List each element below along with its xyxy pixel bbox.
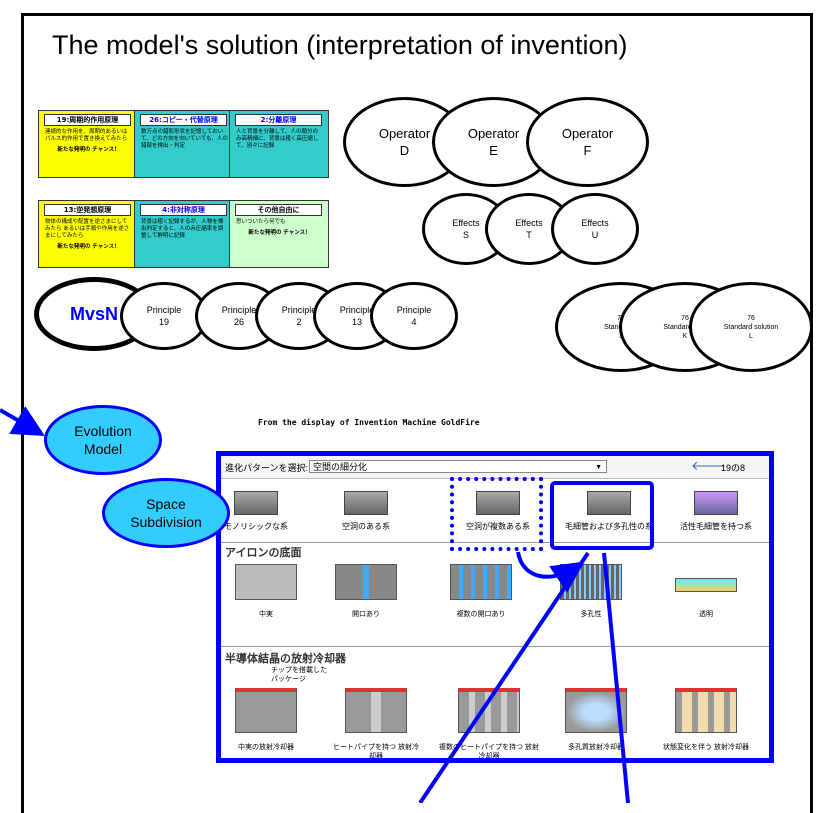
card-body: 物体の構成や配置を逆さまにしてみたら あるいは手順や作用を逆さまにしてみたら <box>45 219 130 239</box>
hollow-block-icon <box>344 491 388 515</box>
card-header: 4:非対称原理 <box>140 204 227 216</box>
iron-item: 中実 <box>221 564 311 619</box>
goldfire-screenshot: 進化パターンを選択: 空間の細分化 ▼ 🡐 19の8 モノリシックな系 空洞のあ… <box>216 451 774 763</box>
slide-title: The model's solution (interpretation of … <box>52 30 628 60</box>
cooler-picture <box>458 688 520 733</box>
cooler-item: 複数のヒートパイプを持つ 放射冷却器 <box>439 688 539 758</box>
card-header: その他自由に <box>235 204 322 216</box>
callout-line-right <box>602 552 630 803</box>
callout-line-left <box>418 551 590 803</box>
iron-item: 複数の開口あり <box>436 564 526 619</box>
multi-hollow-block-icon <box>476 491 520 515</box>
card-body: 人と背景を分離して、人の顔分のみ高精細に、背景は粗く高圧縮して、別々に記録 <box>236 129 319 149</box>
card-body: 背景は粗く記録するが、人物を検出判定すると、人のみ圧縮率を調整して鮮明に記録 <box>141 219 224 239</box>
pattern-item[interactable]: 活性毛細管を持つ系 <box>671 491 761 532</box>
card-chance: 新たな発明の チャンス！ <box>57 244 120 250</box>
pattern-item[interactable]: 空洞のある系 <box>321 491 411 532</box>
section-divider <box>221 646 769 647</box>
chevron-down-icon: ▼ <box>595 464 602 471</box>
section-heading: 半導体結晶の放射冷却器 <box>225 653 346 665</box>
highlight-dotted-box <box>450 477 543 551</box>
card-header: 19:周期的作用原理 <box>44 114 131 126</box>
card-header: 2:分離原理 <box>235 114 322 126</box>
cooler-item: ヒートパイプを持つ 放射冷却器 <box>331 688 421 758</box>
back-arrow-icon[interactable]: 🡐 <box>691 458 726 473</box>
iron-picture <box>450 564 512 600</box>
goldfire-toolbar: 進化パターンを選択: 空間の細分化 ▼ 🡐 19の8 <box>221 456 769 479</box>
arrow-to-evolution-model <box>0 406 45 437</box>
cooler-item: 多孔質放射冷却器 <box>551 688 641 752</box>
monolith-icon <box>234 491 278 515</box>
principle-card-19: 19:周期的作用原理 連続的な作用を、周期的あるいはパルス的作用で置き換えてみた… <box>38 110 138 178</box>
cooler-item: 中実の放射冷却器 <box>221 688 311 752</box>
package-note: チップを搭載した パッケージ <box>271 667 327 683</box>
pattern-item[interactable]: 空洞が複数ある系 <box>453 491 543 532</box>
pattern-select-label: 進化パターンを選択: <box>225 463 309 473</box>
curved-arrow-to-porous <box>516 551 585 593</box>
iron-picture <box>335 564 397 600</box>
cooler-picture <box>565 688 627 733</box>
card-header: 26:コピー・代替原理 <box>140 114 227 126</box>
cooler-picture <box>345 688 407 733</box>
active-capillary-icon <box>694 491 738 515</box>
iron-item: 透明 <box>661 564 751 619</box>
card-header: 13:逆発想原理 <box>44 204 131 216</box>
iron-item: 開口あり <box>321 564 411 619</box>
principle-card-26: 26:コピー・代替原理 数万点の錯影形状を記憶しておいて、どの方向を向いていても… <box>134 110 234 178</box>
cooler-picture <box>675 688 737 733</box>
highlight-solid-box <box>550 481 654 550</box>
section-divider <box>221 542 769 543</box>
principle-card-13: 13:逆発想原理 物体の構成や配置を逆さまにしてみたら あるいは手順や作用を逆さ… <box>38 200 138 268</box>
card-body: 数万点の錯影形状を記憶しておいて、どの方向を向いていても、人の錯部を検出・判定 <box>141 129 228 149</box>
pattern-select[interactable]: 空間の細分化 ▼ <box>309 460 607 473</box>
card-body: 連続的な作用を、周期的あるいはパルス的作用で置き換えてみたら <box>45 129 128 142</box>
section-heading: アイロンの底面 <box>225 547 302 559</box>
card-chance: 新たな発明の チャンス！ <box>248 230 311 236</box>
pattern-item[interactable]: モノリシックな系 <box>221 491 301 532</box>
iron-picture <box>235 564 297 600</box>
principle-card-free: その他自由に 思いついたら何でも 新たな発明の チャンス！ <box>229 200 329 268</box>
card-body: 思いついたら何でも <box>236 219 286 225</box>
pattern-item[interactable]: 毛細管および多孔性の系 <box>559 491 659 532</box>
porous-block-icon <box>587 491 631 515</box>
goldfire-caption: From the display of Invention Machine Go… <box>258 418 480 427</box>
iron-picture <box>675 578 737 592</box>
principle-card-4: 4:非対称原理 背景は粗く記録するが、人物を検出判定すると、人のみ圧縮率を調整し… <box>134 200 234 268</box>
cooler-item: 状態変化を伴う 放射冷却器 <box>661 688 751 752</box>
cooler-picture <box>235 688 297 733</box>
card-chance: 新たな発明の チャンス！ <box>57 147 120 153</box>
page-indicator: 19の8 <box>721 463 746 473</box>
principle-card-2: 2:分離原理 人と背景を分離して、人の顔分のみ高精細に、背景は粗く高圧縮して、別… <box>229 110 329 178</box>
